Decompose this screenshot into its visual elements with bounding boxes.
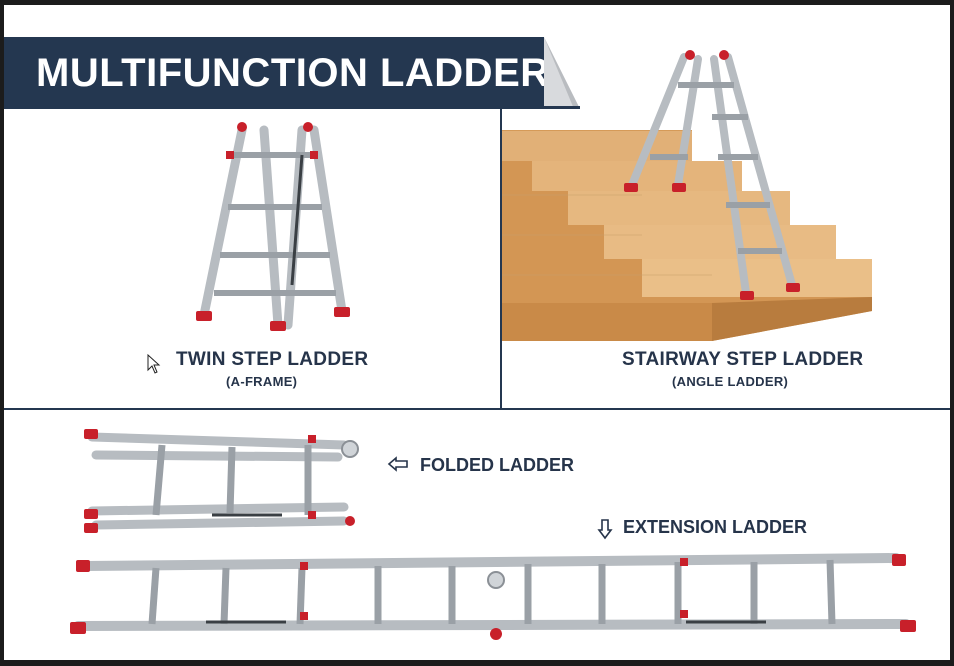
extension-ladder-title: EXTENSION LADDER [623,517,808,537]
twin-step-subtitle: (A-FRAME) [226,374,298,389]
twin-step-ladder-image [196,122,350,331]
vertical-divider [500,109,502,409]
down-arrow-icon [597,519,613,540]
extension-ladder-image [70,553,916,640]
cursor-icon [147,353,161,374]
infographic-card: MULTIFUNCTION LADDERS [4,5,950,660]
stairway-step-ladder-image [502,50,872,341]
horizontal-divider [4,408,950,410]
stairway-step-title: STAIRWAY STEP LADDER [622,349,864,370]
twin-step-title: TWIN STEP LADDER [176,349,369,370]
stairway-step-subtitle: (ANGLE LADDER) [672,374,789,389]
left-arrow-icon [387,456,408,472]
folded-ladder-image [84,429,359,533]
folded-ladder-title: FOLDED LADDER [420,455,574,475]
banner-title: MULTIFUNCTION LADDERS [36,51,577,95]
title-banner: MULTIFUNCTION LADDERS [4,37,576,109]
banner-fold-icon [544,37,580,109]
